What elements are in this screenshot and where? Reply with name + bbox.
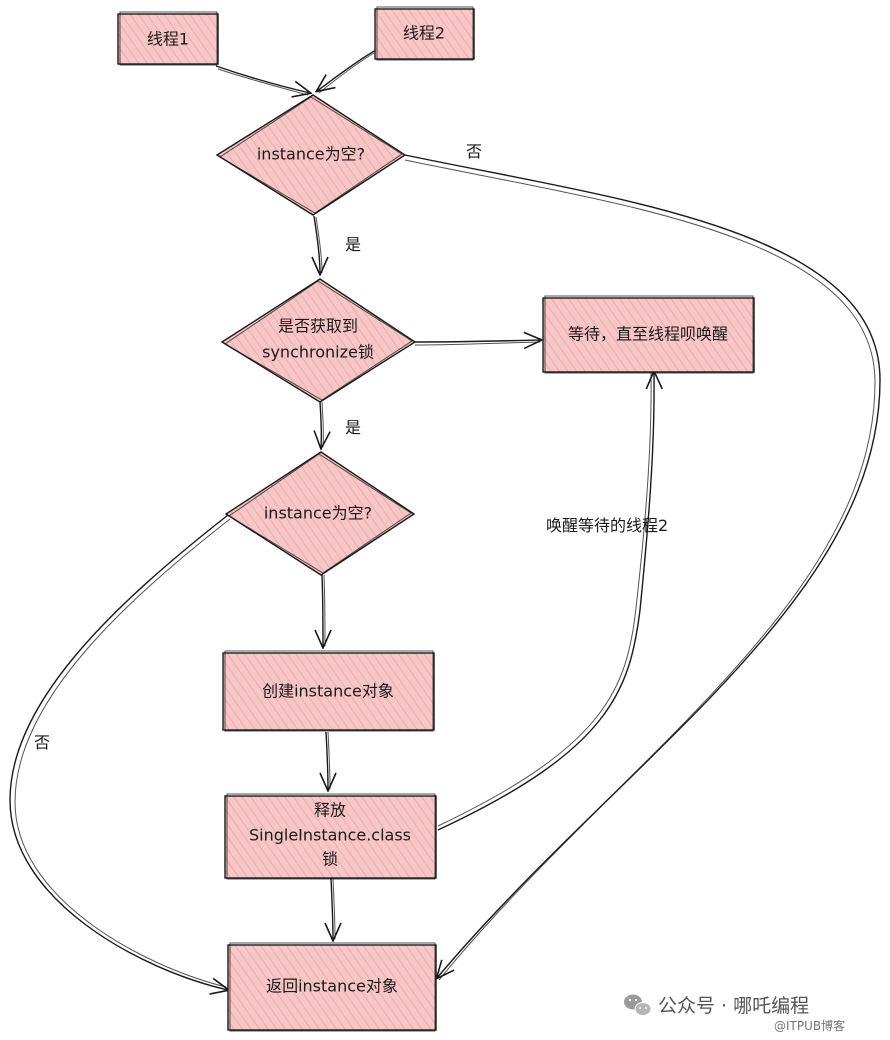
edge-check1-yes [314, 215, 320, 274]
node-release-label-1: 释放 [314, 801, 346, 820]
edge-thread2-to-check1 [317, 49, 377, 91]
wechat-icon [624, 994, 652, 1016]
node-return-label: 返回instance对象 [266, 977, 398, 996]
node-create: 创建instance对象 [222, 650, 435, 732]
node-thread2: 线程2 [374, 6, 475, 61]
node-check1-label: instance为空? [257, 145, 365, 164]
node-release: 释放 SingleInstance.class 锁 [224, 793, 437, 880]
node-check1: instance为空? [215, 94, 407, 216]
edge-create-to-release [326, 731, 328, 790]
node-thread1-label: 线程1 [147, 30, 189, 49]
edge-thread1-to-check1 [215, 65, 310, 93]
edge-lock-to-wait [414, 340, 541, 342]
label-yes-1: 是 [345, 235, 361, 254]
node-return: 返回instance对象 [227, 942, 437, 1032]
node-check2: instance为空? [224, 451, 416, 576]
node-lock: 是否获取到 synchronize锁 [220, 278, 417, 403]
node-wait: 等待，直至线程呗唤醒 [542, 295, 755, 374]
node-release-label-2: SingleInstance.class [249, 826, 411, 845]
node-wait-label: 等待，直至线程呗唤醒 [568, 325, 728, 344]
edges [9, 49, 881, 990]
edge-check2-no [9, 514, 228, 990]
label-no-top: 否 [466, 142, 482, 161]
edge-check2-to-create [322, 574, 323, 647]
edge-release-to-wait [437, 372, 654, 831]
edge-release-to-return [331, 877, 333, 940]
watermark-text: 公众号 · 哪吒编程 [658, 995, 809, 1017]
label-wake: 唤醒等待的线程2 [546, 516, 668, 535]
label-no-left: 否 [34, 733, 50, 752]
watermark-sub: @ITPUB博客 [774, 1018, 845, 1033]
node-thread2-label: 线程2 [403, 24, 445, 43]
label-yes-2: 是 [345, 418, 361, 437]
node-thread1: 线程1 [117, 11, 219, 66]
node-release-label-3: 锁 [322, 850, 338, 869]
node-check2-label: instance为空? [264, 504, 372, 523]
node-lock-label-1: 是否获取到 [278, 317, 358, 336]
edge-check1-no [404, 154, 881, 978]
edge-lock-yes [320, 401, 321, 448]
node-lock-label-2: synchronize锁 [262, 343, 374, 362]
node-create-label: 创建instance对象 [262, 682, 394, 701]
watermark: 公众号 · 哪吒编程 @ITPUB博客 [624, 994, 845, 1033]
